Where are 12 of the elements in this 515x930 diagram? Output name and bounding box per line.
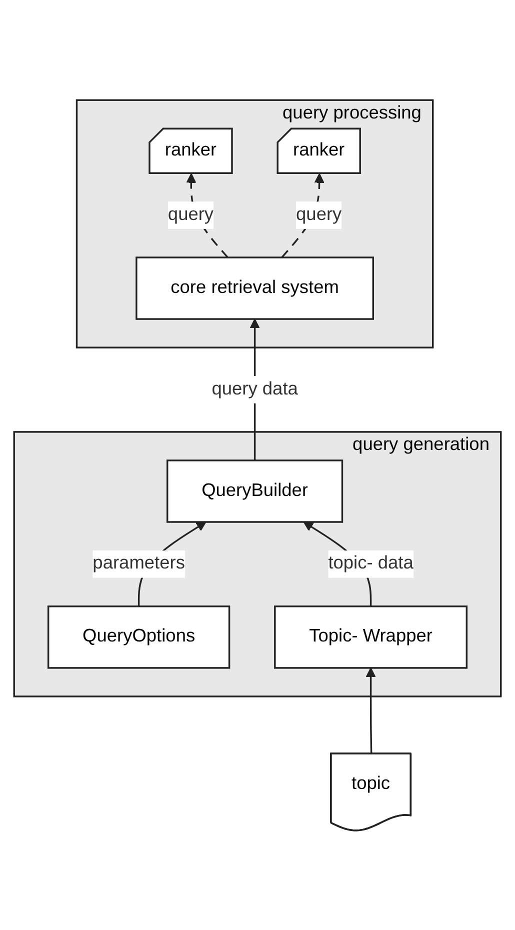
node-box	[166, 459, 344, 523]
edge-label: query	[168, 204, 214, 224]
node-box	[136, 256, 374, 320]
edge-label: topic- data	[328, 554, 414, 574]
cluster	[76, 99, 434, 348]
cluster	[13, 430, 502, 698]
edge-label: query	[296, 204, 342, 224]
edge-label: parameters	[92, 554, 185, 574]
node-box	[274, 605, 468, 669]
node-box	[47, 605, 230, 669]
arrow	[366, 667, 376, 754]
edge-label: query data	[212, 379, 298, 399]
